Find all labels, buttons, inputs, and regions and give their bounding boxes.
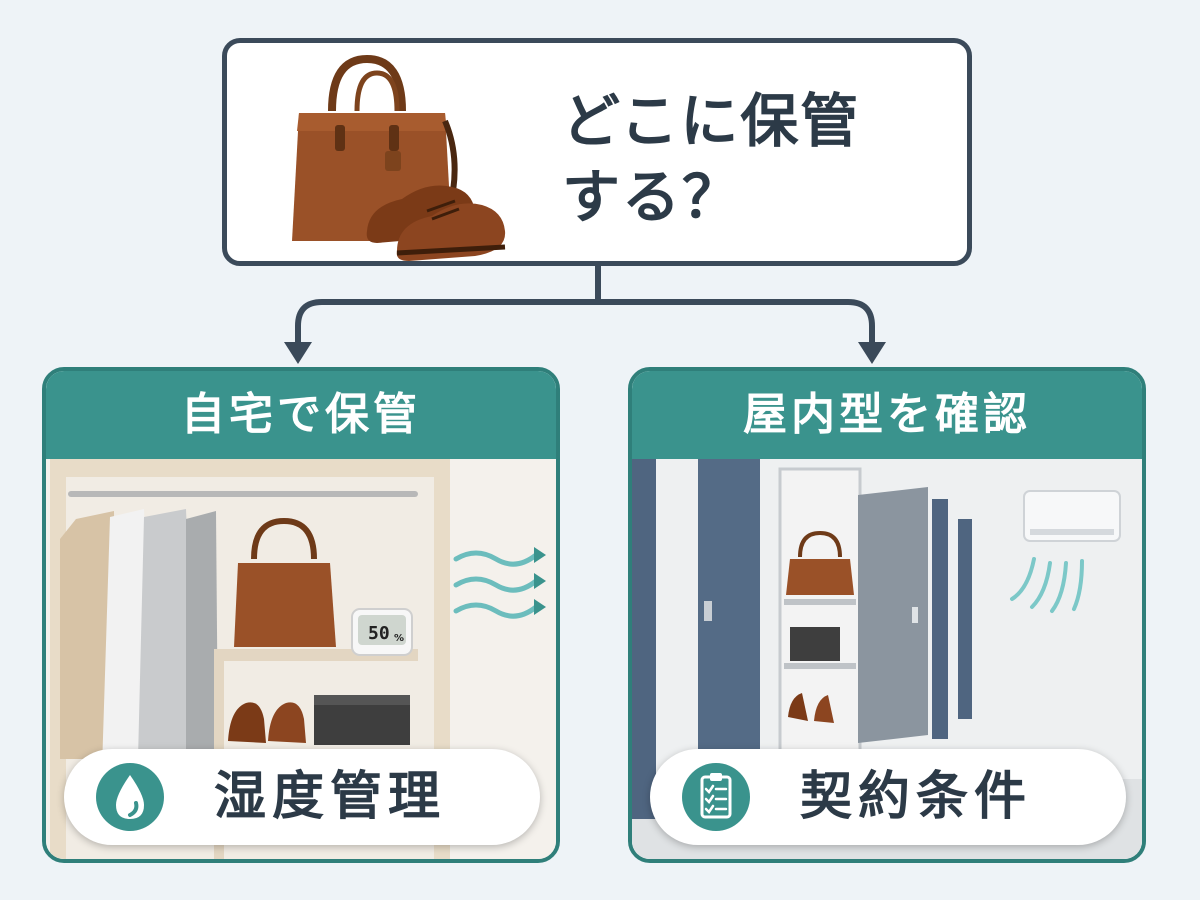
option-home-storage: 自宅で保管 50 % xyxy=(42,367,560,863)
arrow-left xyxy=(284,342,312,364)
clipboard-checklist-icon xyxy=(682,763,750,831)
option-title: 屋内型を確認 xyxy=(632,371,1142,459)
bag-and-shoes-illustration xyxy=(292,54,506,261)
hygrometer-reading: 50 xyxy=(368,623,390,644)
label-text: 湿度管理 xyxy=(214,767,447,827)
question-title: どこに保管 する？ xyxy=(562,83,942,235)
hygrometer-unit: % xyxy=(394,633,404,644)
arrow-right xyxy=(858,342,886,364)
label-humidity-control: 湿度管理 xyxy=(64,749,540,845)
airflow-icon xyxy=(453,550,539,619)
label-text: 契約条件 xyxy=(800,767,1033,827)
label-contract-terms: 契約条件 xyxy=(650,749,1126,845)
question-line-1: どこに保管 xyxy=(562,87,861,155)
water-drop-icon xyxy=(96,763,164,831)
option-indoor-storage: 屋内型を確認 xyxy=(628,367,1146,863)
question-box: どこに保管 する？ xyxy=(222,38,972,266)
air-conditioner-airflow xyxy=(1010,557,1084,613)
question-line-2: する？ xyxy=(562,163,743,231)
option-title: 自宅で保管 xyxy=(46,371,556,459)
